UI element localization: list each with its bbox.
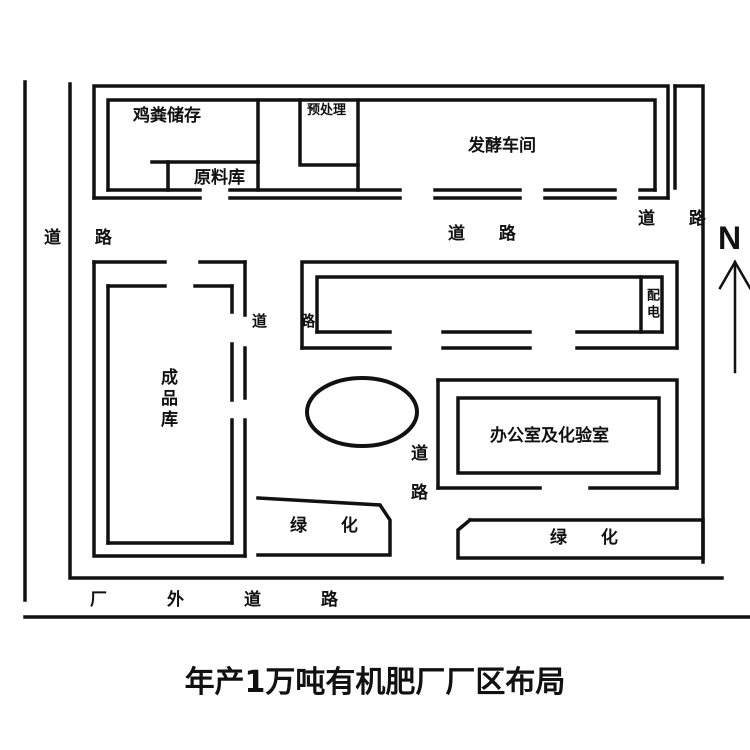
office-inner <box>456 396 661 475</box>
label-office-lab: 办公室及化验室 <box>490 426 609 446</box>
pond <box>305 376 419 448</box>
north-block-outer <box>92 84 670 200</box>
label-power-distribution: 配电 <box>644 288 659 322</box>
label-road-upper-center: 道 路 <box>448 224 530 244</box>
label-fermentation-workshop: 发酵车间 <box>468 136 536 156</box>
diagram-title: 年产1万吨有机肥厂厂区布局 <box>184 665 566 700</box>
label-road-south-inner: 道路 <box>407 444 427 522</box>
label-product-warehouse: 成品库 <box>157 368 177 431</box>
label-green-area-left: 绿 化 <box>290 516 372 536</box>
compound-boundary-right <box>673 84 705 564</box>
label-green-area-right: 绿 化 <box>550 528 632 548</box>
green-area-right <box>456 517 705 560</box>
north-block-inner <box>106 98 657 192</box>
north-indicator: N <box>718 220 742 256</box>
label-raw-material-warehouse: 原料库 <box>194 168 245 188</box>
label-road-east: 道 路 <box>638 209 720 229</box>
middle-building-inner <box>315 275 664 334</box>
label-road-west: 道 路 <box>44 228 126 248</box>
middle-building-outer <box>300 260 679 350</box>
office-outer <box>436 378 679 490</box>
label-pretreatment: 预处理 <box>307 103 347 118</box>
partition-pretreatment <box>298 98 360 167</box>
label-manure-storage: 鸡粪储存 <box>133 106 201 126</box>
green-area-left <box>256 496 392 557</box>
label-road-outer: 厂外道路 <box>90 590 398 610</box>
label-road-middle: 道 路 <box>252 312 330 330</box>
north-arrow-head <box>718 259 750 290</box>
compound-boundary-left-bottom <box>68 82 724 580</box>
